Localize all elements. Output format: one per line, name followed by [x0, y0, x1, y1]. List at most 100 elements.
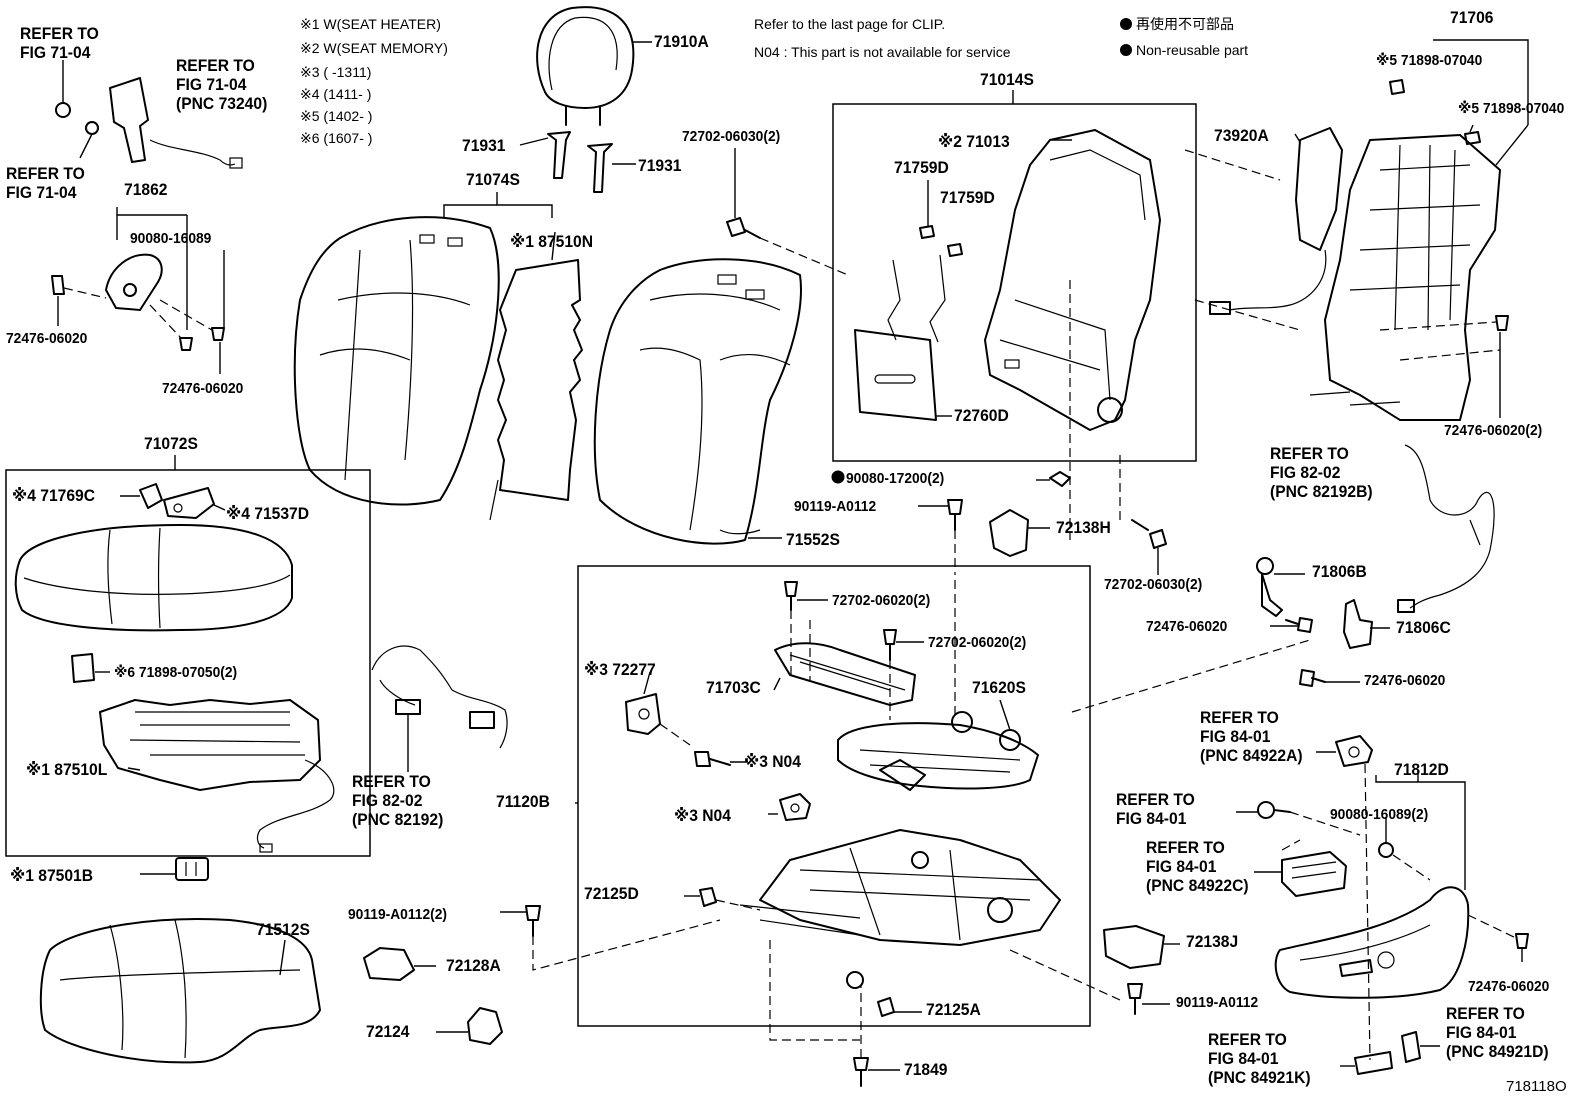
ref-line: FIG 82-02: [1270, 463, 1341, 482]
label-71931-left: 71931: [462, 136, 506, 155]
headrest-guides: [519, 131, 636, 193]
ref-line: FIG 84-01: [1208, 1049, 1279, 1068]
ref-line: REFER TO: [6, 164, 85, 183]
back-board-71706: [1309, 79, 1509, 421]
seatback-pad: [593, 258, 802, 545]
ref-line: REFER TO: [352, 772, 431, 791]
bracket-71806C: [1343, 599, 1390, 649]
note-seat-heater: ※1 W(SEAT HEATER): [300, 16, 441, 32]
label-72476-06020-b: 72476-06020: [162, 380, 244, 397]
box-71120B: [577, 565, 1091, 1027]
switch-84922C: [1254, 839, 1347, 897]
label-71014S: 71014S: [980, 70, 1034, 89]
ref-line: FIG 84-01: [1200, 727, 1271, 746]
label-90080-16089: 90080-16089: [130, 230, 212, 247]
cushion-top: [14, 483, 293, 632]
label-72138H: 72138H: [1056, 518, 1111, 537]
switch-84922A: [1316, 735, 1373, 1061]
cover-72124: [436, 1007, 503, 1045]
label-71898-07040-a: ※5 71898-07040: [1376, 52, 1483, 69]
ref-fig-82-02-b: REFER TO FIG 82-02 (PNC 82192B): [1270, 444, 1373, 501]
ref-fig-84-01-b: REFER TO FIG 84-01: [1116, 790, 1195, 828]
label-71898-07050: ※6 71898-07050(2): [114, 664, 238, 681]
label-87510N: ※1 87510N: [510, 232, 594, 251]
bolt-72702-06030a: [726, 148, 849, 276]
rail-71703C: [773, 642, 916, 706]
heater-mat-seat: [99, 699, 335, 853]
wiring-82192: [371, 645, 508, 772]
ref-line: (PNC 84921K): [1208, 1068, 1311, 1087]
label-71620S: 71620S: [972, 678, 1026, 697]
ref-fig-71-04-c: REFER TO FIG 71-04: [6, 164, 85, 202]
ref-line: REFER TO: [1200, 708, 1279, 727]
label-71806B: 71806B: [1312, 562, 1367, 581]
label-72702-06030-b: 72702-06030(2): [1104, 576, 1203, 593]
label-72124: 72124: [366, 1022, 410, 1041]
bolt-90119-a: [918, 499, 963, 575]
non-reusable-dot-icon: [1120, 18, 1132, 30]
dash-links-bottom: [769, 940, 1121, 1041]
knob-84-01: [1236, 801, 1361, 836]
label-90080-16089-b: 90080-16089(2): [1330, 806, 1429, 823]
ref-line: REFER TO: [1146, 838, 1225, 857]
bolt-71849: [853, 985, 900, 1087]
bolt-90119-c: [1127, 983, 1170, 1015]
label-71552S: 71552S: [786, 530, 840, 549]
cover-72128A: [363, 947, 436, 981]
bracket-lines: [116, 39, 1529, 890]
side-cover-71812D: [1274, 818, 1529, 999]
switch-84921D: [1401, 1031, 1440, 1063]
label-71013: ※2 71013: [938, 132, 1010, 151]
ref-fig-82-02-a: REFER TO FIG 82-02 (PNC 82192): [352, 772, 443, 829]
label-71849: 71849: [904, 1060, 948, 1079]
label-71537D: ※4 71537D: [226, 504, 310, 523]
ref-line: FIG 84-01: [1146, 857, 1217, 876]
lumbar-plate: [854, 329, 952, 421]
ref-line: (PNC 84922A): [1200, 746, 1303, 765]
ref-fig-71-04-b: REFER TO FIG 71-04 (PNC 73240): [176, 56, 267, 113]
label-71703C: 71703C: [706, 678, 761, 697]
label-71120B: 71120B: [496, 792, 550, 811]
label-87501B: ※1 87501B: [10, 866, 94, 885]
label-72277: ※3 72277: [584, 660, 656, 679]
ref-line: (PNC 84922C): [1146, 876, 1249, 895]
bracket-71806B: [1256, 557, 1305, 617]
legend-jp: 再使用不可部品: [1120, 16, 1234, 32]
label-72125A: 72125A: [926, 1000, 981, 1019]
label-71074S: 71074S: [466, 170, 520, 189]
clip-71898-07050: [71, 653, 110, 683]
label-72702-06020-b: 72702-06020(2): [928, 634, 1027, 651]
bracket-N04b: [768, 793, 811, 821]
ref-line: REFER TO: [1208, 1030, 1287, 1049]
label-71759D-b: 71759D: [940, 188, 995, 207]
note-date-4: ※4 (1411- ): [300, 86, 372, 102]
label-71072S: 71072S: [144, 434, 198, 453]
ref-line: FIG 71-04: [20, 43, 91, 62]
legend-en-text: Non-reusable part: [1136, 42, 1249, 58]
ref-line: FIG 71-04: [176, 75, 247, 94]
cover-72138J: [1103, 925, 1180, 969]
label-73920A: 73920A: [1214, 126, 1269, 145]
note-date-5: ※5 (1402- ): [300, 108, 373, 124]
ref-line: FIG 84-01: [1116, 809, 1187, 828]
bolt-90119-b: [500, 905, 721, 971]
label-71512S: 71512S: [256, 920, 310, 939]
motor-assy-71620S: [837, 580, 1039, 791]
label-71862: 71862: [124, 180, 168, 199]
bolt-72702-06030b: [1119, 455, 1167, 575]
label-90080-17200: 90080-17200(2): [846, 470, 945, 487]
ref-fig-84-01-e: REFER TO FIG 84-01 (PNC 84921D): [1446, 1004, 1549, 1061]
label-71931-right: 71931: [638, 156, 682, 175]
label-71812D: 71812D: [1394, 760, 1449, 779]
non-reusable-dot-icon: [1120, 44, 1132, 56]
label-N04-a: ※3 N04: [744, 752, 801, 771]
ref-line: REFER TO: [1116, 790, 1195, 809]
ref-line: (PNC 73240): [176, 94, 268, 113]
switch-87501B: [140, 857, 209, 881]
label-72138J: 72138J: [1186, 932, 1239, 951]
ref-line: FIG 82-02: [352, 791, 423, 810]
clip-72125A: [877, 997, 922, 1017]
bolt-72476-06020e: [1299, 669, 1360, 687]
